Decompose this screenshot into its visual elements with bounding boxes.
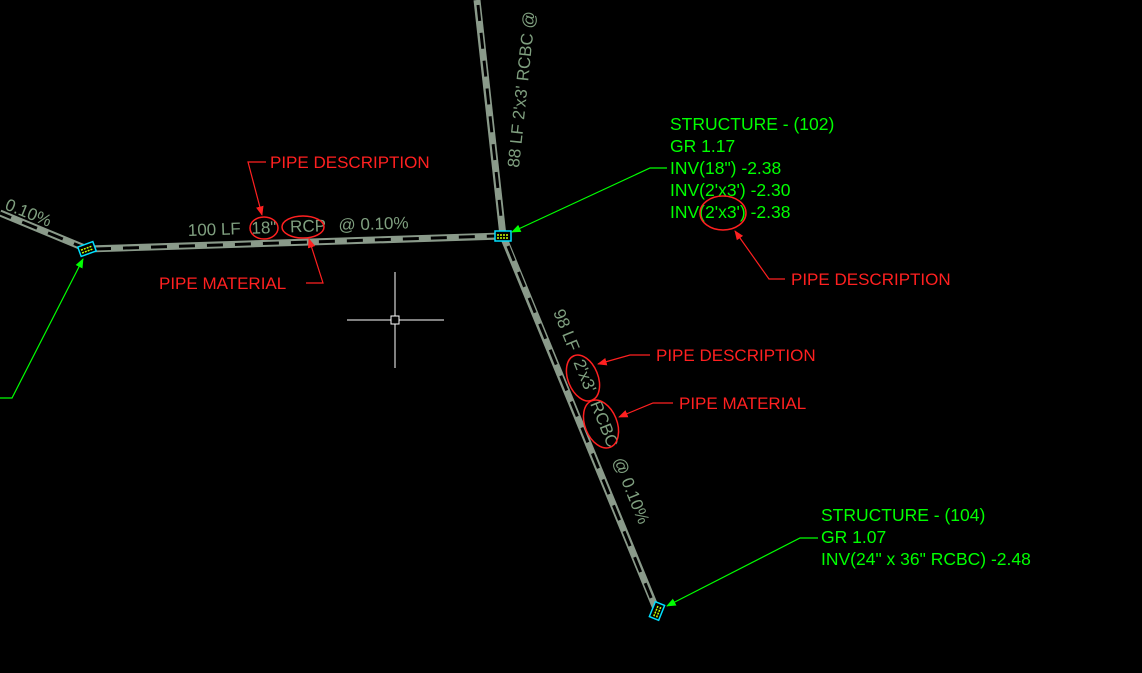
highlight-ellipse-2x3-inv (699, 195, 747, 231)
annotation-leader-4 (597, 354, 650, 366)
pipe-diagonal-length: 98 LF (549, 306, 583, 353)
structure-symbol-104[interactable] (648, 600, 666, 622)
structure-104-leader (666, 537, 818, 607)
annotation-pipe-material-1: PIPE MATERIAL (159, 274, 286, 293)
structure-104-inv: INV(24" x 36" RCBC) -2.48 (821, 549, 1031, 569)
structure-104-label[interactable]: STRUCTURE - (104) GR 1.07 INV(24" x 36" … (821, 505, 1031, 569)
pipe-horizontal-length: 100 LF (187, 219, 241, 240)
pipe-diagonal-size: 2'x3' (570, 357, 600, 396)
structure-102-inv-1: INV(18") -2.38 (670, 158, 781, 178)
pipe-vertical-rcbc[interactable] (473, 0, 507, 237)
annotation-leader-3 (734, 230, 785, 280)
annotation-leader-1 (247, 161, 266, 216)
structure-102-inv-2: INV(2'x3') -2.30 (670, 180, 791, 200)
structure-102-label[interactable]: STRUCTURE - (102) GR 1.17 INV(18") -2.38… (670, 114, 834, 222)
structure-102-leader (511, 167, 667, 233)
structure-102-inv-3: INV(2'x3') -2.38 (670, 202, 790, 222)
pipe-horizontal-18in-rcp[interactable] (86, 232, 504, 253)
highlight-ellipse-rcp (281, 215, 325, 239)
pipe-horizontal-label: 100 LF 18" RCP @ 0.10% (187, 213, 408, 240)
svg-text:98 LF 2'x3' RCBC: 98 LF 2'x3' RCBC @ 0.10% (549, 306, 653, 526)
structure-symbol-left[interactable] (76, 240, 98, 258)
annotation-leader-2 (306, 238, 324, 284)
structure-102-title: STRUCTURE - (102) (670, 114, 834, 134)
pipe-horizontal-slope: @ 0.10% (338, 213, 409, 234)
annotation-pipe-material-2: PIPE MATERIAL (679, 394, 806, 413)
pipe-diagonal-label: 98 LF 2'x3' RCBC @ 0.10% (549, 306, 653, 526)
structure-symbol-102[interactable] (494, 230, 512, 242)
structure-104-title: STRUCTURE - (104) (821, 505, 985, 525)
annotation-pipe-description-2: PIPE DESCRIPTION (791, 270, 951, 289)
pipe-left-partial[interactable] (0, 209, 89, 253)
annotation-leader-5 (618, 402, 673, 418)
structure-104-gr: GR 1.07 (821, 527, 886, 547)
crosshair-cursor (347, 272, 444, 368)
highlight-ellipse-rcbc (582, 399, 620, 449)
pipe-horizontal-material: RCP (290, 216, 326, 236)
pipe-horizontal-size: 18" (251, 218, 277, 238)
pipe-diagonal-rcbc[interactable] (499, 234, 661, 613)
highlight-ellipse-18in (249, 216, 279, 240)
annotation-pipe-description-3: PIPE DESCRIPTION (656, 346, 816, 365)
annotation-pipe-description-1: PIPE DESCRIPTION (270, 153, 430, 172)
svg-text:100 LF 18" RCP: 100 LF 18" RCP @ 0.10% (187, 213, 408, 240)
structure-left-leader (0, 258, 84, 399)
pipe-vertical-label: 88 LF 2'x3' RCBC @ (504, 10, 539, 168)
structure-102-gr: GR 1.17 (670, 136, 735, 156)
